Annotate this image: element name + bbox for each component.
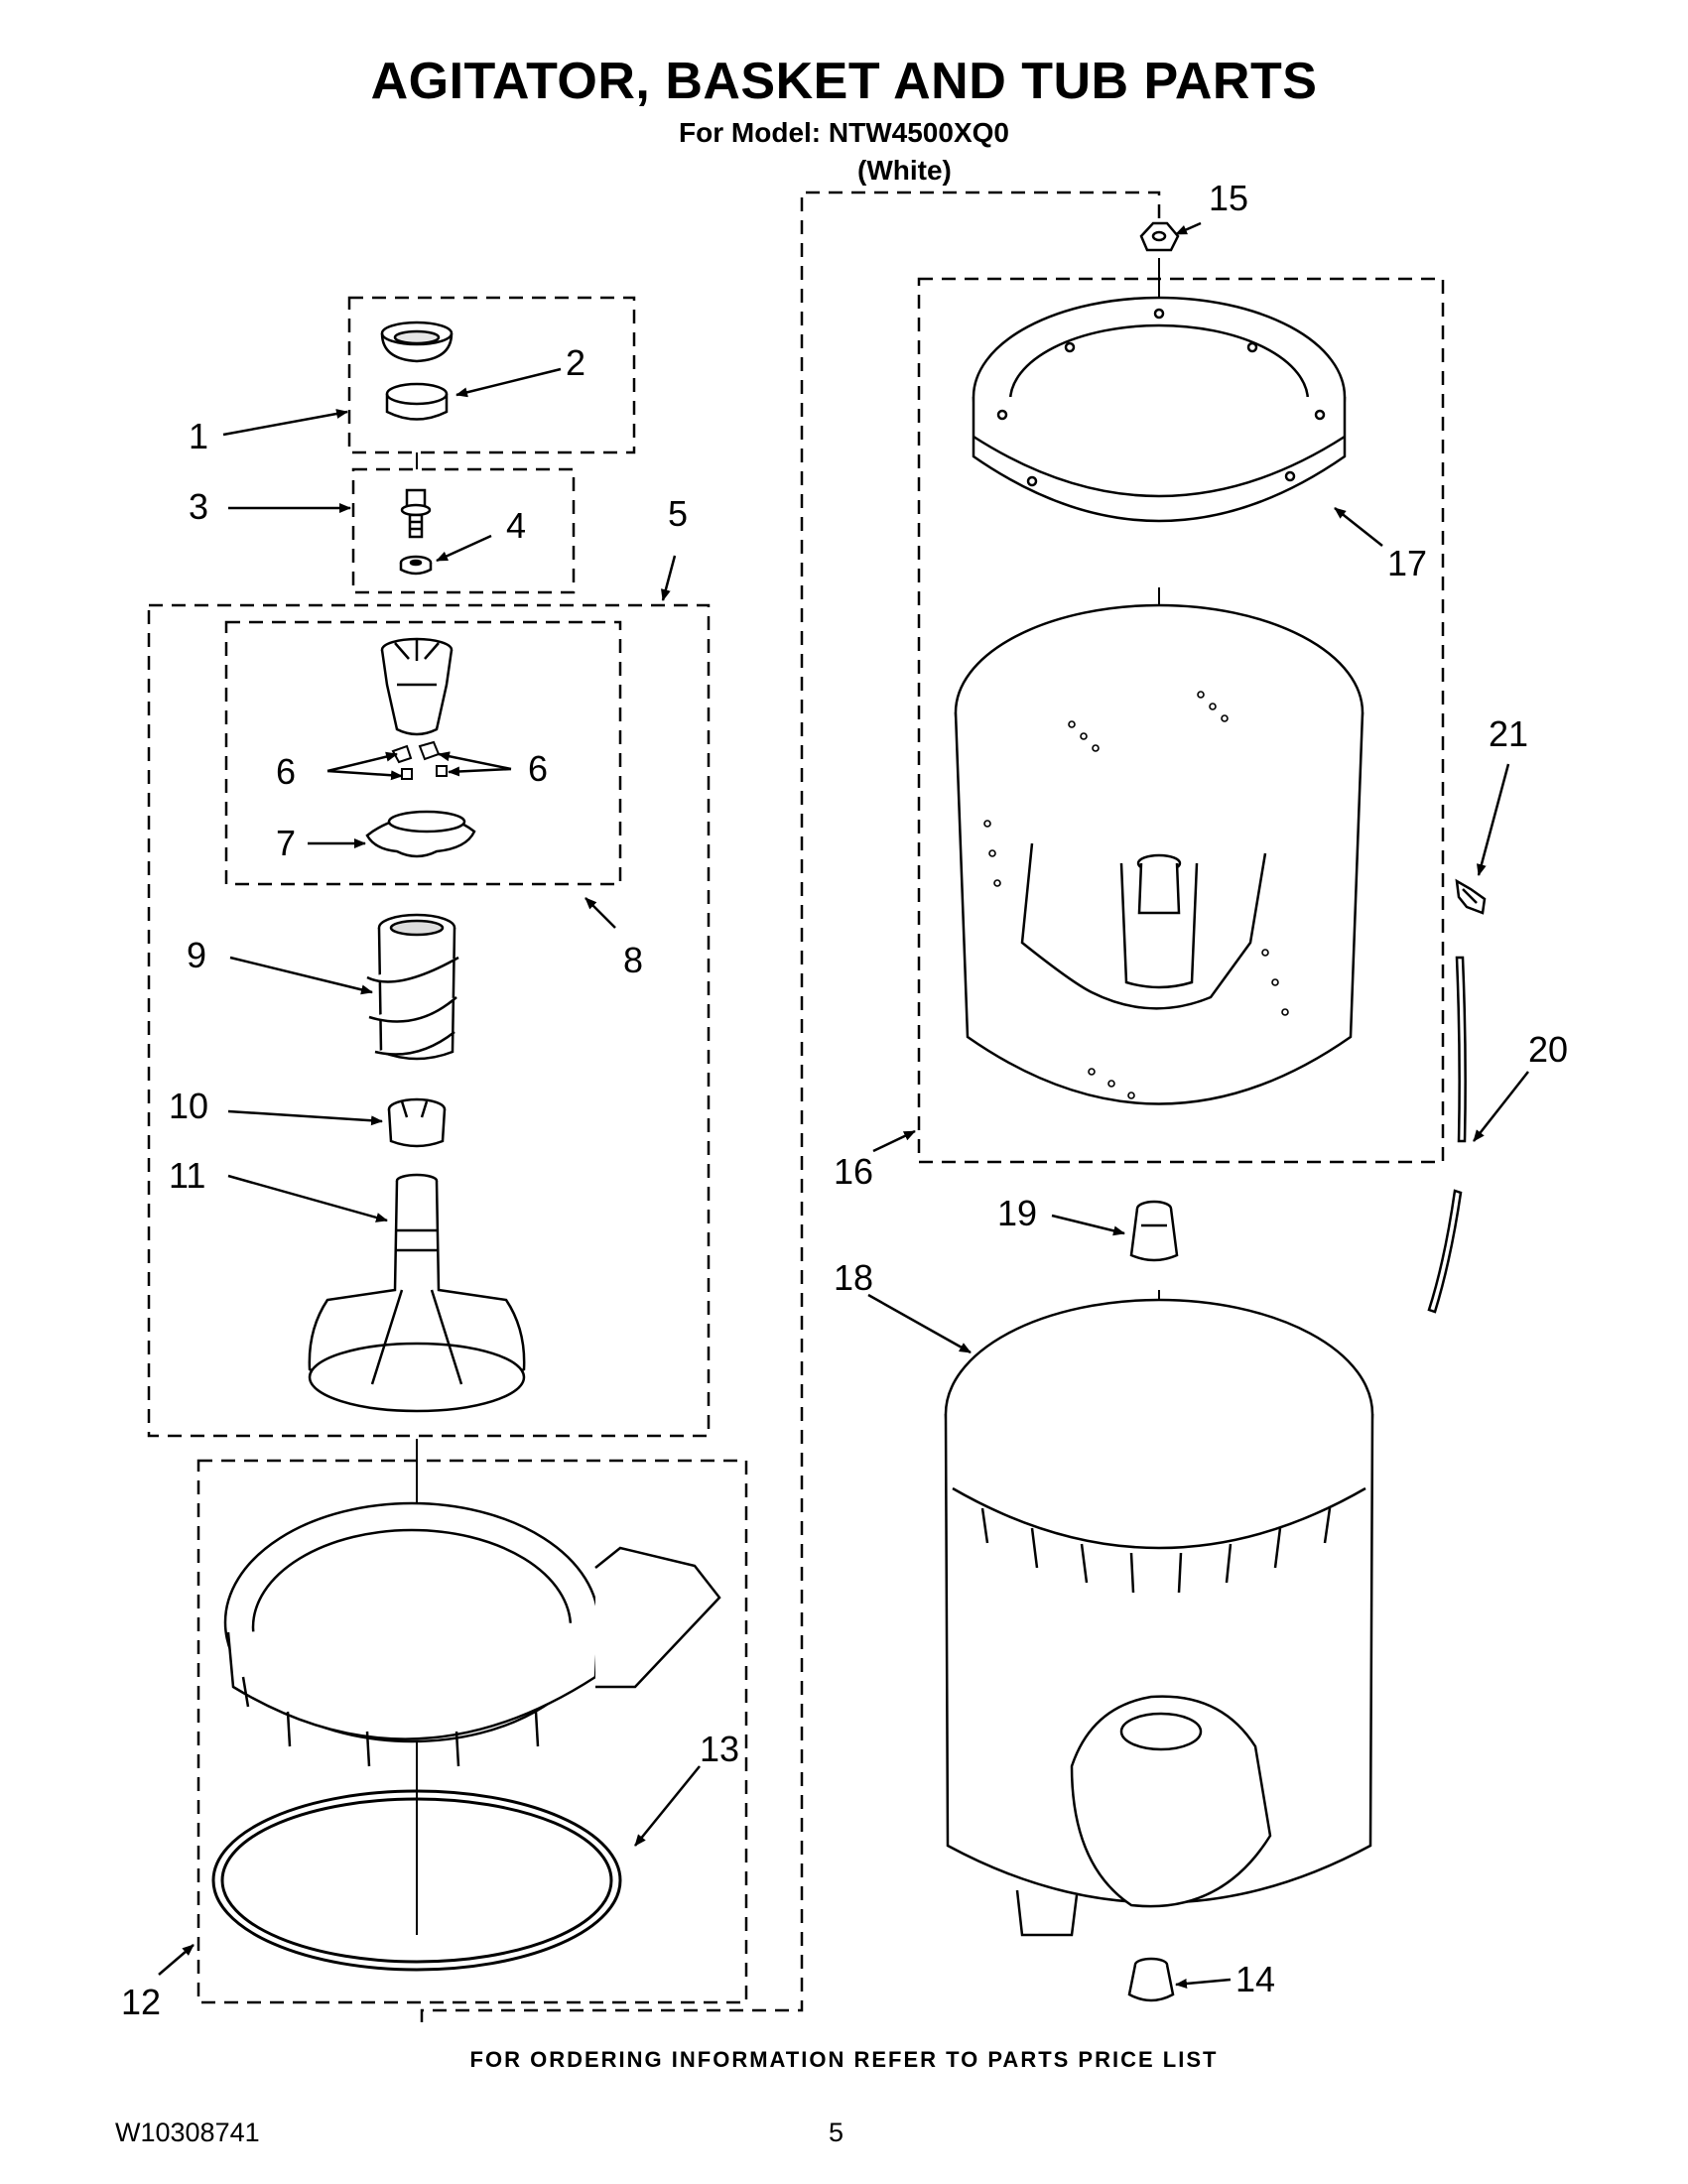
box-agitator-assembly <box>147 603 711 1438</box>
callout-19: 19 <box>997 1193 1037 1233</box>
bolt-part <box>400 488 432 539</box>
box-basket <box>917 277 1445 1164</box>
box-agitator-cap <box>347 296 636 454</box>
callout-20: 20 <box>1528 1029 1568 1070</box>
agitator-base-part <box>308 1173 526 1413</box>
balance-ring-part <box>972 296 1347 523</box>
clamp-part <box>1455 878 1487 915</box>
document-number: W10308741 <box>115 2118 260 2147</box>
callout-18: 18 <box>834 1257 873 1298</box>
callout-3: 3 <box>189 486 208 527</box>
basket-nut-part <box>1139 221 1180 252</box>
callout-2: 2 <box>566 342 585 383</box>
page-number: 5 <box>829 2118 844 2147</box>
callout-17: 17 <box>1387 543 1427 583</box>
callout-16: 16 <box>834 1151 873 1192</box>
callout-labels: 1 2 3 4 5 6 6 7 8 9 10 11 12 13 14 15 16… <box>121 178 1568 2022</box>
tub-ring-part <box>223 1501 721 1767</box>
agitator-cap-part <box>380 321 454 363</box>
group-boxes <box>147 191 1445 2022</box>
seal-ring-part <box>211 1789 622 1972</box>
page-title: AGITATOR, BASKET AND TUB PARTS <box>370 53 1318 110</box>
washer-part <box>399 555 433 576</box>
callout-8: 8 <box>623 940 643 980</box>
plug-part <box>1127 1957 1175 2002</box>
dog-ring-part <box>387 1097 447 1148</box>
callout-4: 4 <box>506 505 526 546</box>
box-tub-ring <box>196 1459 748 2004</box>
link-line <box>420 191 1161 2022</box>
basket-part <box>954 603 1364 1105</box>
hose-part <box>1427 956 1467 1314</box>
outer-tub-part <box>944 1298 1374 1937</box>
callout-1: 1 <box>189 416 208 456</box>
ordering-note: FOR ORDERING INFORMATION REFER TO PARTS … <box>469 2047 1219 2072</box>
model-line: For Model: NTW4500XQ0 <box>679 117 1009 148</box>
dogs-part <box>391 740 448 780</box>
callout-21: 21 <box>1489 713 1528 754</box>
callout-6-right: 6 <box>528 748 548 789</box>
callout-12: 12 <box>121 1982 161 2022</box>
callout-5: 5 <box>668 493 688 534</box>
drive-bell-part <box>380 637 454 736</box>
callout-7: 7 <box>276 823 296 863</box>
callout-6-left: 6 <box>276 751 296 792</box>
callout-15: 15 <box>1209 178 1248 218</box>
cam-part <box>365 810 476 858</box>
cap-ring-part <box>385 382 449 421</box>
box-agitator-bolt <box>351 467 576 594</box>
callout-14: 14 <box>1235 1959 1275 1999</box>
coupling-part <box>1129 1200 1179 1262</box>
leader-arrows <box>158 221 1529 1989</box>
callout-10: 10 <box>169 1086 208 1126</box>
box-drive-bell <box>224 620 622 886</box>
callout-9: 9 <box>187 935 206 975</box>
color-label: (White) <box>857 155 952 186</box>
spiral-barrel-part <box>366 913 459 1061</box>
callout-13: 13 <box>700 1729 739 1769</box>
callout-11: 11 <box>169 1155 205 1196</box>
